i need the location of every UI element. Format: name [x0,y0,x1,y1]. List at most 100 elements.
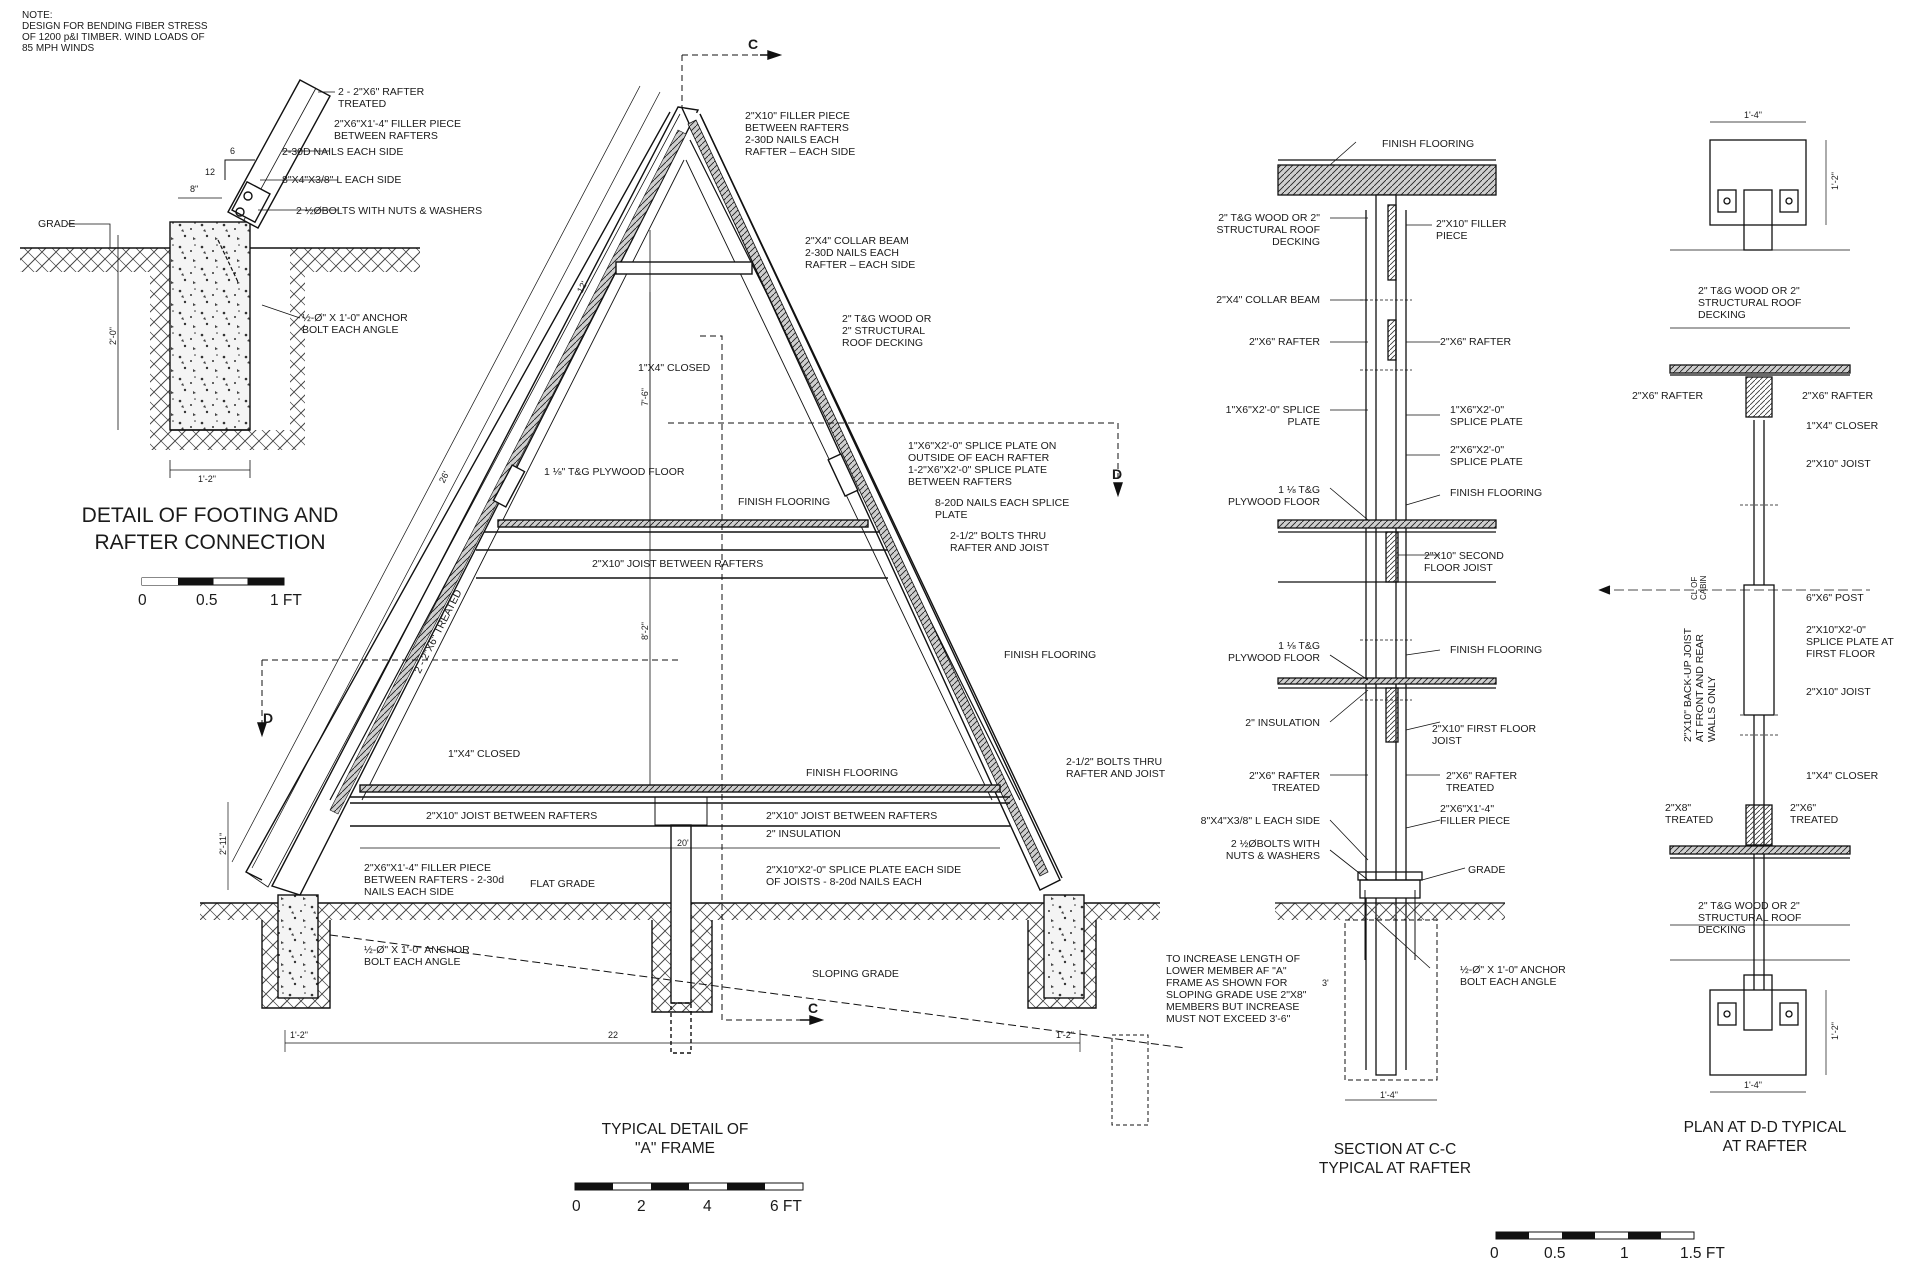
joist-lower-right-label: 2"X10" JOIST BETWEEN RAFTERS [766,810,938,822]
a-frame-scale-tick-1: 2 [637,1198,646,1215]
dd-centerline-label: CL OF CABIN [1690,575,1708,600]
cc-rafter-left-label: 2"X6" RAFTER [1248,336,1320,348]
lower-height-dim: 8'-2" [640,622,650,640]
dd-post-label: 6"X6" POST [1806,592,1864,604]
cc-finish-top-label: FINISH FLOORING [1382,138,1475,150]
a-frame-anchor-label: ½-Ø" X 1'-0" ANCHOR BOLT EACH ANGLE [364,944,470,968]
cc-rafter-treated-right-label: 2"X6" RAFTER TREATED [1446,770,1518,794]
ridge-filler-label: 2"X10" FILLER PIECE BETWEEN RAFTERS 2-30… [745,110,856,158]
dd-decking-lower-label: 2" T&G WOOD OR 2" STRUCTURAL ROOF DECKIN… [1698,900,1802,936]
dd-top-height-dim: 1'-2" [1830,172,1840,190]
increase-length-note: TO INCREASE LENGTH OF LOWER MEMBER AF "A… [1166,953,1307,1025]
cc-rafter-right-label: 2"X6" RAFTER [1440,336,1512,348]
cut-d-right-marker: D [1112,466,1123,482]
insulation-label: 2" INSULATION [766,828,841,840]
cc-rafter-treated-left-label: 2"X6" RAFTER TREATED [1248,770,1320,794]
dd-joist-upper-label: 2"X10" JOIST [1806,458,1871,470]
dd-rafter-right-label: 2"X6" RAFTER [1802,390,1874,402]
plan-scale-tick-0: 0 [1490,1245,1499,1262]
plan-scale-tick-2: 1 [1620,1245,1629,1262]
footing-bolts-label: 2 ½ØBOLTS WITH NUTS & WASHERS [296,205,483,217]
cc-splice-left-label: 1"X6"X2'-0" SPLICE PLATE [1225,404,1320,428]
footing-nails-label: 2-30D NAILS EACH SIDE [282,146,404,158]
cc-anchor-label: ½-Ø" X 1'-0" ANCHOR BOLT EACH ANGLE [1460,964,1566,988]
footing-slope-run: 12 [205,167,216,177]
plywood-floor-label: 1 ⅛" T&G PLYWOOD FLOOR [544,466,685,478]
splice-joists-label: 2"X10"X2'-0" SPLICE PLATE EACH SIDE OF J… [766,864,962,888]
cc-grade-label: GRADE [1468,864,1506,876]
a-frame-scale-tick-0: 0 [572,1198,581,1215]
cc-decking-label: 2" T&G WOOD OR 2" STRUCTURAL ROOF DECKIN… [1216,212,1320,248]
sloping-grade-label: SLOPING GRADE [812,968,899,980]
footing-scale-tick-0: 0 [138,592,147,609]
dd-x8-treated-label: 2"X8" TREATED [1665,802,1714,826]
footing-rafter-label: 2 - 2"X6" RAFTER TREATED [338,86,425,110]
dd-rafter-left-label: 2"X6" RAFTER [1632,390,1704,402]
dd-top-width-dim: 1'-4" [1744,110,1762,120]
cc-footing-width-dim: 1'-4" [1380,1090,1398,1100]
footing-scale-tick-2: 1 FT [270,592,302,609]
footing-grade-label: GRADE [38,218,76,230]
plan-scale-bar [1495,1231,1695,1240]
footing-scale-bar [141,577,285,586]
joist-lower-left-label: 2"X10" JOIST BETWEEN RAFTERS [426,810,598,822]
closed-lower-label: 1"X4" CLOSED [448,748,521,760]
dd-splice-label: 2"X10"X2'-0" SPLICE PLATE AT FIRST FLOOR [1806,624,1894,660]
cc-plywood-upper-label: 1 ⅛ T&G PLYWOOD FLOOR [1228,484,1320,508]
a-frame-drawing [200,50,1186,1126]
cc-splice-right-2-label: 2"X6"X2'-0" SPLICE PLATE [1450,444,1523,468]
cc-collar-label: 2"X4" COLLAR BEAM [1216,294,1320,306]
footing-filler-label: 2"X6"X1'-4" FILLER PIECE BETWEEN RAFTERS [334,118,461,142]
footing-slope-rise: 6 [230,146,236,156]
plan-dd-drawing [1598,121,1870,1093]
cut-d-left-marker: D [263,710,274,726]
cc-angle-label: 8"X4"X3/8" L EACH SIDE [1200,815,1320,827]
dd-closer-upper-label: 1"X4" CLOSER [1806,420,1879,432]
plan-dd-title: PLAN AT D-D TYPICAL AT RAFTER [1683,1119,1847,1155]
footing-detail-drawing [20,79,420,478]
cc-finish-upper-label: FINISH FLOORING [1450,487,1543,499]
joist-upper-label: 2"X10" JOIST BETWEEN RAFTERS [592,558,764,570]
width-20-dim: 20' [677,838,689,848]
dd-bottom-width-dim: 1'-4" [1744,1080,1762,1090]
width-22-dim: 22 [608,1030,619,1040]
cc-filler-label: 2"X10" FILLER PIECE [1436,218,1507,242]
a-frame-scale-bar [574,1182,804,1191]
closed-upper-label: 1"X4" CLOSED [638,362,711,374]
flat-grade-label: FLAT GRADE [530,878,595,890]
footing-right-dim: 1'-2" [1056,1030,1074,1040]
footing-left-dim: 1'-2" [290,1030,308,1040]
a-frame-title: TYPICAL DETAIL OF "A" FRAME [601,1121,749,1157]
section-cc-title: SECTION AT C-C TYPICAL AT RAFTER [1318,1141,1472,1177]
dd-bottom-height-dim: 1'-2" [1830,1022,1840,1040]
footing-detail-title: DETAIL OF FOOTING AND RAFTER CONNECTION [81,504,339,554]
roof-decking-label: 2" T&G WOOD OR 2" STRUCTURAL ROOF DECKIN… [842,313,932,349]
filler-base-label: 2"X6"X1'-4" FILLER PIECE BETWEEN RAFTERS… [364,862,505,898]
cc-filler-base-label: 2"X6"X1'-4" FILLER PIECE [1440,803,1511,827]
finish-flooring-mid-label: FINISH FLOORING [1004,649,1097,661]
footing-angle-label: 8"X4"X3/8" L EACH SIDE [282,174,402,186]
cc-second-joist-label: 2"X10" SECOND FLOOR JOIST [1424,550,1504,574]
finish-flooring-lower-label: FINISH FLOORING [806,767,899,779]
cc-bolts-label: 2 ½ØBOLTS WITH NUTS & WASHERS [1225,838,1320,862]
splice-plate-label: 1"X6"X2'-0" SPLICE PLATE ON OUTSIDE OF E… [908,440,1057,488]
cut-c-bottom-marker: C [808,1000,819,1016]
dd-x6-treated-label: 2"X6" TREATED [1790,802,1839,826]
dd-closer-lower-label: 1"X4" CLOSER [1806,770,1879,782]
plan-scale-tick-3: 1.5 FT [1680,1245,1725,1262]
plan-scale-tick-1: 0.5 [1544,1245,1566,1262]
footing-width-dim: 1'-2" [198,474,216,484]
cut-c-top-marker: C [748,36,759,52]
footing-width-top-dim: 8" [190,184,199,194]
design-note: NOTE: DESIGN FOR BENDING FIBER STRESS OF… [22,10,208,54]
finish-flooring-upper-label: FINISH FLOORING [738,496,831,508]
splice-nails-label: 8-20D NAILS EACH SPLICE PLATE [935,497,1070,521]
a-frame-scale-tick-3: 6 FT [770,1198,802,1215]
dd-backup-joist-label: 2"X10" BACK-UP JOIST AT FRONT AND REAR W… [1682,627,1718,742]
cc-splice-right-1-label: 1"X6"X2'-0" SPLICE PLATE [1450,404,1523,428]
a-frame-scale-tick-2: 4 [703,1198,712,1215]
footing-scale-tick-1: 0.5 [196,592,218,609]
dd-joist-lower-label: 2"X10" JOIST [1806,686,1871,698]
base-height-dim: 2'-11" [218,832,228,855]
